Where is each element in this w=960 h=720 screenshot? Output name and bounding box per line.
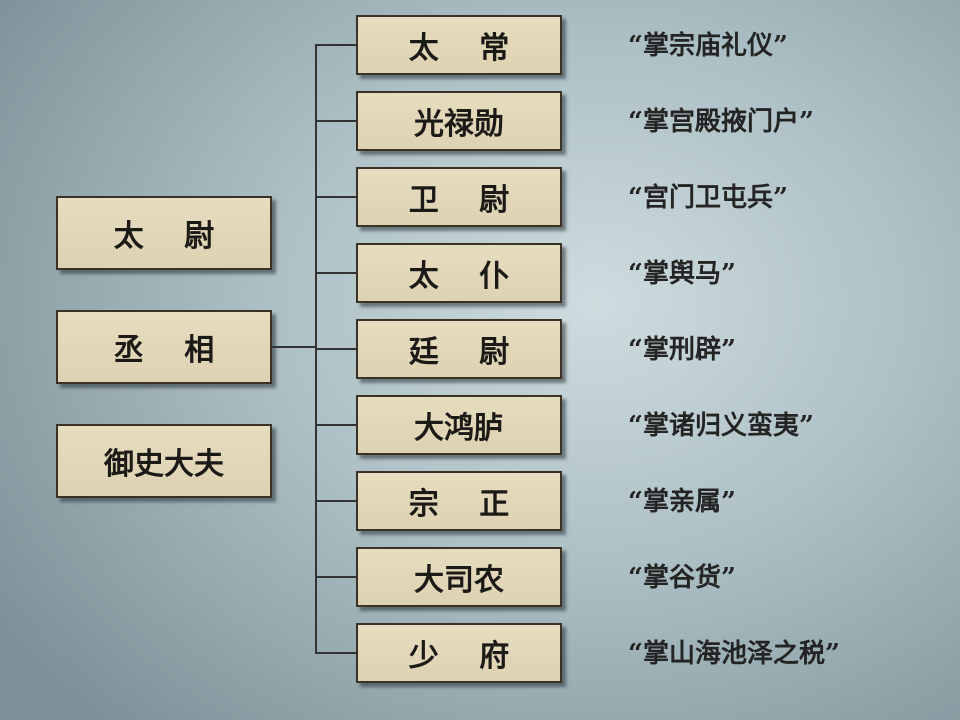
minister-label: 太 常 xyxy=(408,31,510,66)
minister-box: 太 仆 xyxy=(356,243,562,303)
minister-note: “掌谷货” xyxy=(628,562,736,593)
minister-note: “掌诸归义蛮夷” xyxy=(628,410,814,441)
minister-box: 廷 尉 xyxy=(356,319,562,379)
minister-box: 大司农 xyxy=(356,547,562,607)
box-taiwei: 太 尉 xyxy=(56,196,272,270)
connector-branch xyxy=(315,652,357,654)
minister-note: “掌亲属” xyxy=(628,486,736,517)
connector-branch xyxy=(315,196,357,198)
box-yushidafu: 御史大夫 xyxy=(56,424,272,498)
minister-label: 大鸿胪 xyxy=(414,411,504,446)
minister-box: 卫 尉 xyxy=(356,167,562,227)
box-taiwei-label: 太 尉 xyxy=(113,219,215,254)
minister-note: “掌刑辟” xyxy=(628,334,736,365)
connector-branch xyxy=(315,424,357,426)
minister-label: 廷 尉 xyxy=(408,335,510,370)
minister-note: “掌舆马” xyxy=(628,258,736,289)
minister-box: 光禄勋 xyxy=(356,91,562,151)
connector-branch xyxy=(315,120,357,122)
minister-box: 太 常 xyxy=(356,15,562,75)
minister-label: 太 仆 xyxy=(408,259,510,294)
connector-branch xyxy=(315,44,357,46)
box-chengxiang: 丞 相 xyxy=(56,310,272,384)
minister-box: 少 府 xyxy=(356,623,562,683)
minister-note: “宫门卫屯兵” xyxy=(628,182,788,213)
connector-branch xyxy=(315,348,357,350)
connector-horizontal-main xyxy=(272,346,316,348)
connector-branch xyxy=(315,500,357,502)
connector-branch xyxy=(315,272,357,274)
minister-label: 少 府 xyxy=(408,639,510,674)
minister-note: “掌宫殿掖门户” xyxy=(628,106,814,137)
minister-label: 卫 尉 xyxy=(408,183,510,218)
minister-box: 宗 正 xyxy=(356,471,562,531)
minister-label: 大司农 xyxy=(414,563,504,598)
minister-label: 宗 正 xyxy=(408,487,510,522)
connector-branch xyxy=(315,576,357,578)
minister-label: 光禄勋 xyxy=(414,107,504,142)
minister-box: 大鸿胪 xyxy=(356,395,562,455)
box-chengxiang-label: 丞 相 xyxy=(113,333,215,368)
minister-note: “掌宗庙礼仪” xyxy=(628,30,788,61)
box-yushidafu-label: 御史大夫 xyxy=(104,447,224,482)
minister-note: “掌山海池泽之税” xyxy=(628,638,840,669)
